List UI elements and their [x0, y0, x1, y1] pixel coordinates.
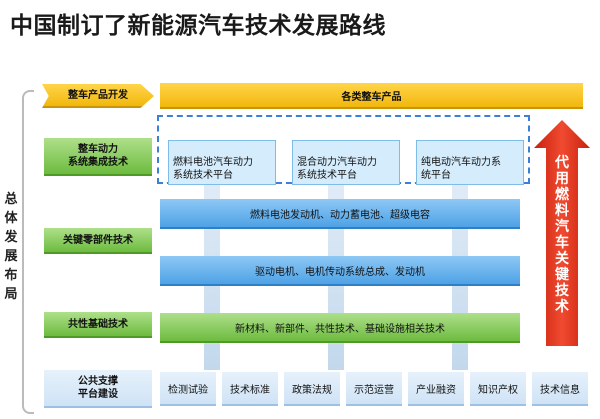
vehicle-products-bar: 各类整车产品 — [160, 83, 583, 109]
platform-pure-electric-text: 纯电动汽车动力系 统平台 — [421, 157, 501, 181]
support-item-ip-text: 知识产权 — [478, 384, 518, 396]
side-label: 总体发展布局 — [4, 192, 18, 302]
page-title: 中国制订了新能源汽车技术发展路线 — [10, 13, 386, 39]
support-item-info-text: 技术信息 — [540, 384, 580, 396]
label-common-text: 共性基础技术 — [68, 318, 128, 330]
support-item-info: 技术信息 — [532, 372, 588, 406]
support-item-policy-text: 政策法规 — [292, 384, 332, 396]
label-components: 关键零部件技术 — [44, 228, 152, 254]
components-bar-2-text: 驱动电机、电机传动系统总成、发动机 — [255, 266, 425, 278]
red-arrow — [534, 120, 590, 346]
support-item-demo-text: 示范运营 — [354, 384, 394, 396]
support-item-policy: 政策法规 — [284, 372, 340, 406]
platform-fuel-cell: 燃料电池汽车动力 系统技术平台 — [168, 140, 276, 185]
red-arrow-label: 代用燃料汽车关键技术 — [555, 155, 569, 315]
support-item-finance-text: 产业融资 — [416, 384, 456, 396]
support-item-demo: 示范运营 — [346, 372, 402, 406]
support-item-finance: 产业融资 — [408, 372, 464, 406]
support-item-testing-text: 检测试验 — [168, 384, 208, 396]
vehicle-products-text: 各类整车产品 — [341, 91, 402, 103]
label-vehicle-dev: 整车产品开发 — [42, 84, 154, 108]
label-support-text: 公共支撑 平台建设 — [78, 376, 118, 400]
label-powertrain: 整车动力 系统集成技术 — [44, 138, 152, 176]
label-components-text: 关键零部件技术 — [63, 234, 133, 246]
label-common: 共性基础技术 — [44, 312, 152, 338]
platform-pure-electric: 纯电动汽车动力系 统平台 — [416, 140, 524, 185]
label-support: 公共支撑 平台建设 — [44, 370, 152, 408]
support-item-standards: 技术标准 — [222, 372, 278, 406]
support-item-ip: 知识产权 — [470, 372, 526, 406]
label-powertrain-text: 整车动力 系统集成技术 — [68, 144, 128, 168]
components-bar-1: 燃料电池发动机、动力蓄电池、超级电容 — [160, 199, 520, 229]
platform-hybrid-text: 混合动力汽车动力 系统技术平台 — [297, 157, 377, 181]
support-item-standards-text: 技术标准 — [230, 384, 270, 396]
common-tech-bar: 新材料、新部件、共性技术、基础设施相关技术 — [160, 313, 520, 343]
platform-fuel-cell-text: 燃料电池汽车动力 系统技术平台 — [173, 157, 253, 181]
components-bar-2: 驱动电机、电机传动系统总成、发动机 — [160, 256, 520, 286]
label-vehicle-dev-text: 整车产品开发 — [68, 89, 128, 101]
left-brace — [22, 90, 34, 414]
support-item-testing: 检测试验 — [160, 372, 216, 406]
components-bar-1-text: 燃料电池发动机、动力蓄电池、超级电容 — [250, 209, 430, 221]
support-row: 检测试验 技术标准 政策法规 示范运营 产业融资 知识产权 技术信息 — [160, 372, 588, 406]
common-tech-text: 新材料、新部件、共性技术、基础设施相关技术 — [235, 323, 445, 335]
platform-hybrid: 混合动力汽车动力 系统技术平台 — [292, 140, 400, 185]
